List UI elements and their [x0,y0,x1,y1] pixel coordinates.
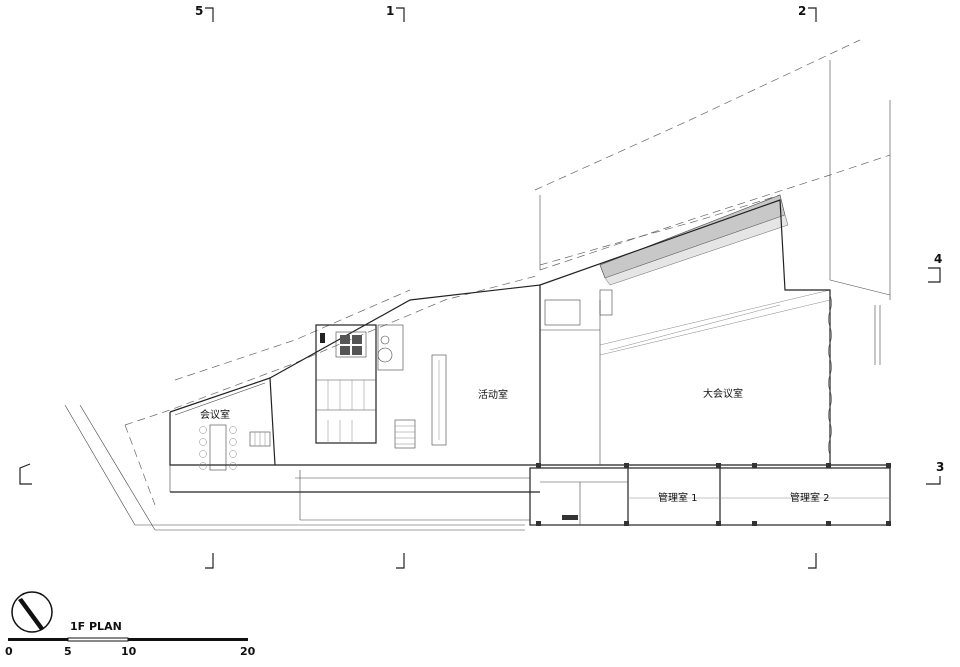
room-label-large-meeting-room: 大会议室 [703,387,743,400]
hatched-roof-strip [599,194,789,286]
section-marker-5: 5 [195,4,214,22]
stair [249,419,416,449]
toilet-block [315,324,404,444]
site-boundary [64,39,891,531]
section-marker-left [19,463,32,485]
section-marker-4: 4 [928,252,942,283]
scale-tick-0: 0 [5,645,13,658]
section-marker-2-label: 2 [798,4,806,18]
section-marker-5-label: 5 [195,4,203,18]
north-arrow-icon [11,591,53,633]
building-outline [169,199,891,526]
window-mullions [544,289,781,351]
section-marker-3-label: 3 [936,460,944,474]
section-marker-3: 3 [926,460,944,485]
scale-tick-5: 5 [64,645,72,658]
scale-bar [8,637,248,642]
drawing-title: 1F PLAN [70,620,122,633]
scale-tick-20: 20 [240,645,256,658]
section-marker-4-label: 4 [934,252,942,266]
room-label-meeting-room: 会议室 [200,408,230,421]
room-label-management-room-2: 管理室 2 [790,491,830,504]
section-marker-1: 1 [386,4,405,22]
section-marker-2: 2 [798,4,817,22]
section-marker-1-label: 1 [386,4,394,18]
room-label-management-room-1: 管理室 1 [658,491,698,504]
activity-room-counter [431,354,447,446]
meeting-table [199,424,237,471]
section-marker-bottom-ticks [205,553,817,569]
room-label-activity-room: 活动室 [478,388,508,401]
scale-tick-10: 10 [121,645,137,658]
